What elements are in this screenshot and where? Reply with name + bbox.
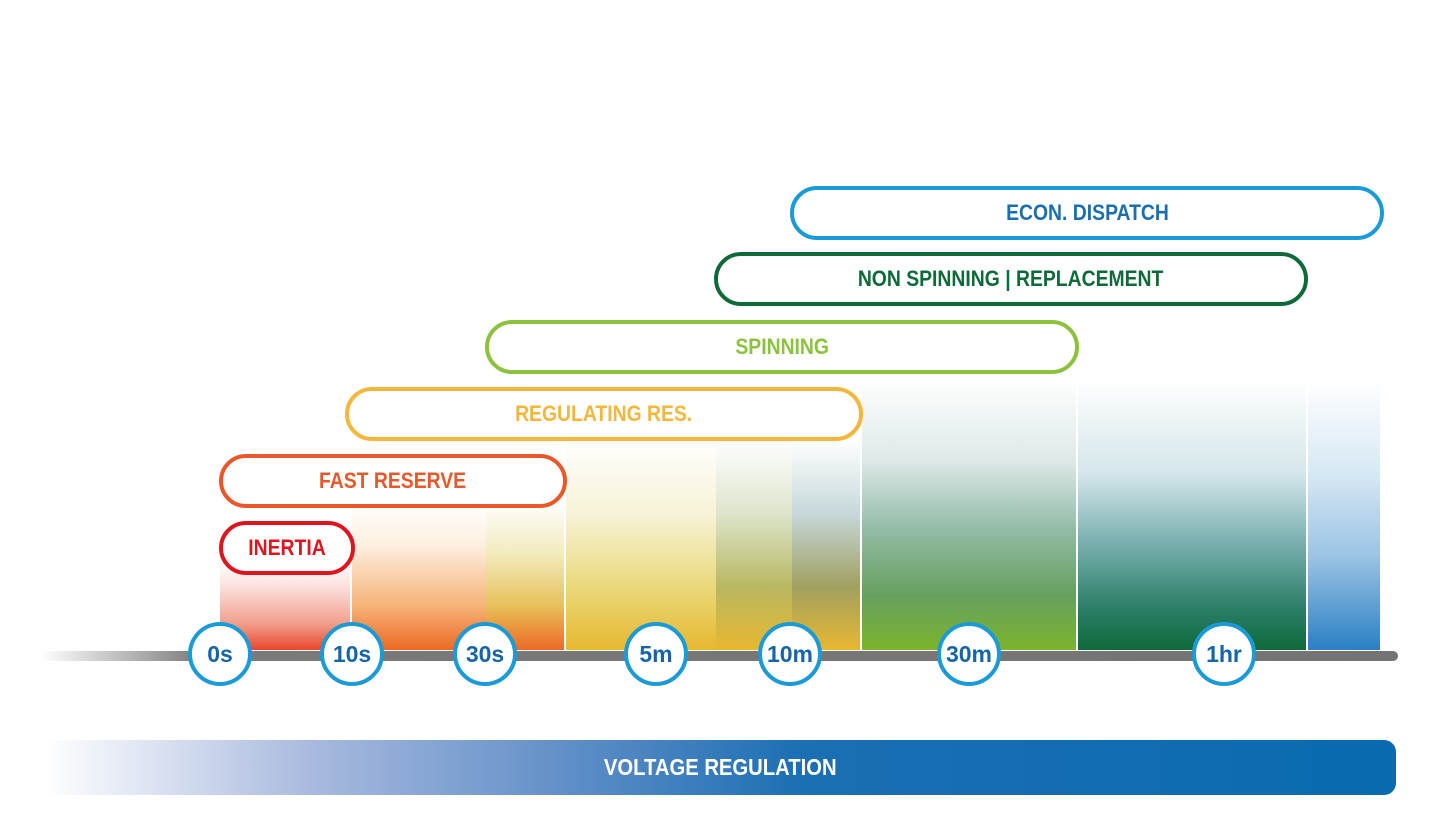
column-non-spinning <box>1078 380 1306 650</box>
column-spinning-b <box>792 440 860 650</box>
pill-econ-dispatch: ECON. DISPATCH <box>790 186 1384 240</box>
tick-label: 30s <box>465 640 505 667</box>
tick-label: 10s <box>332 640 372 667</box>
tick-5m: 5m <box>624 622 688 686</box>
pill-label: FAST RESERVE <box>319 468 467 493</box>
tick-10m: 10m <box>758 622 822 686</box>
pill-label: INERTIA <box>248 535 326 560</box>
column-spinning-a <box>716 440 792 650</box>
pill-regulating: REGULATING RES. <box>345 387 863 441</box>
tick-0s: 0s <box>188 622 252 686</box>
pill-non-spinning: NON SPINNING | REPLACEMENT <box>714 252 1308 306</box>
tick-30s: 30s <box>453 622 517 686</box>
pill-label: REGULATING RES. <box>515 401 693 426</box>
tick-10s: 10s <box>320 622 384 686</box>
tick-30m: 30m <box>937 622 1001 686</box>
column-econ-dispatch <box>1308 380 1380 650</box>
pill-label: ECON. DISPATCH <box>1005 200 1169 225</box>
timeline-axis <box>40 651 1398 661</box>
column-fast-reserve <box>352 500 486 650</box>
tick-label: 1hr <box>1206 640 1242 667</box>
pill-label: NON SPINNING | REPLACEMENT <box>858 266 1164 291</box>
tick-label: 30m <box>945 640 993 667</box>
pill-label: SPINNING <box>735 334 829 359</box>
pill-fast-reserve: FAST RESERVE <box>219 454 567 508</box>
column-regulating-b <box>566 440 716 650</box>
pill-spinning: SPINNING <box>485 320 1079 374</box>
tick-label: 0s <box>207 640 233 667</box>
voltage-regulation-label: VOLTAGE REGULATION <box>603 754 837 780</box>
column-spinning-c <box>862 380 1076 650</box>
voltage-regulation-bar: VOLTAGE REGULATION <box>44 740 1396 795</box>
tick-label: 10m <box>766 640 814 667</box>
tick-label: 5m <box>639 640 673 667</box>
tick-1hr: 1hr <box>1192 622 1256 686</box>
pill-inertia: INERTIA <box>219 521 355 575</box>
